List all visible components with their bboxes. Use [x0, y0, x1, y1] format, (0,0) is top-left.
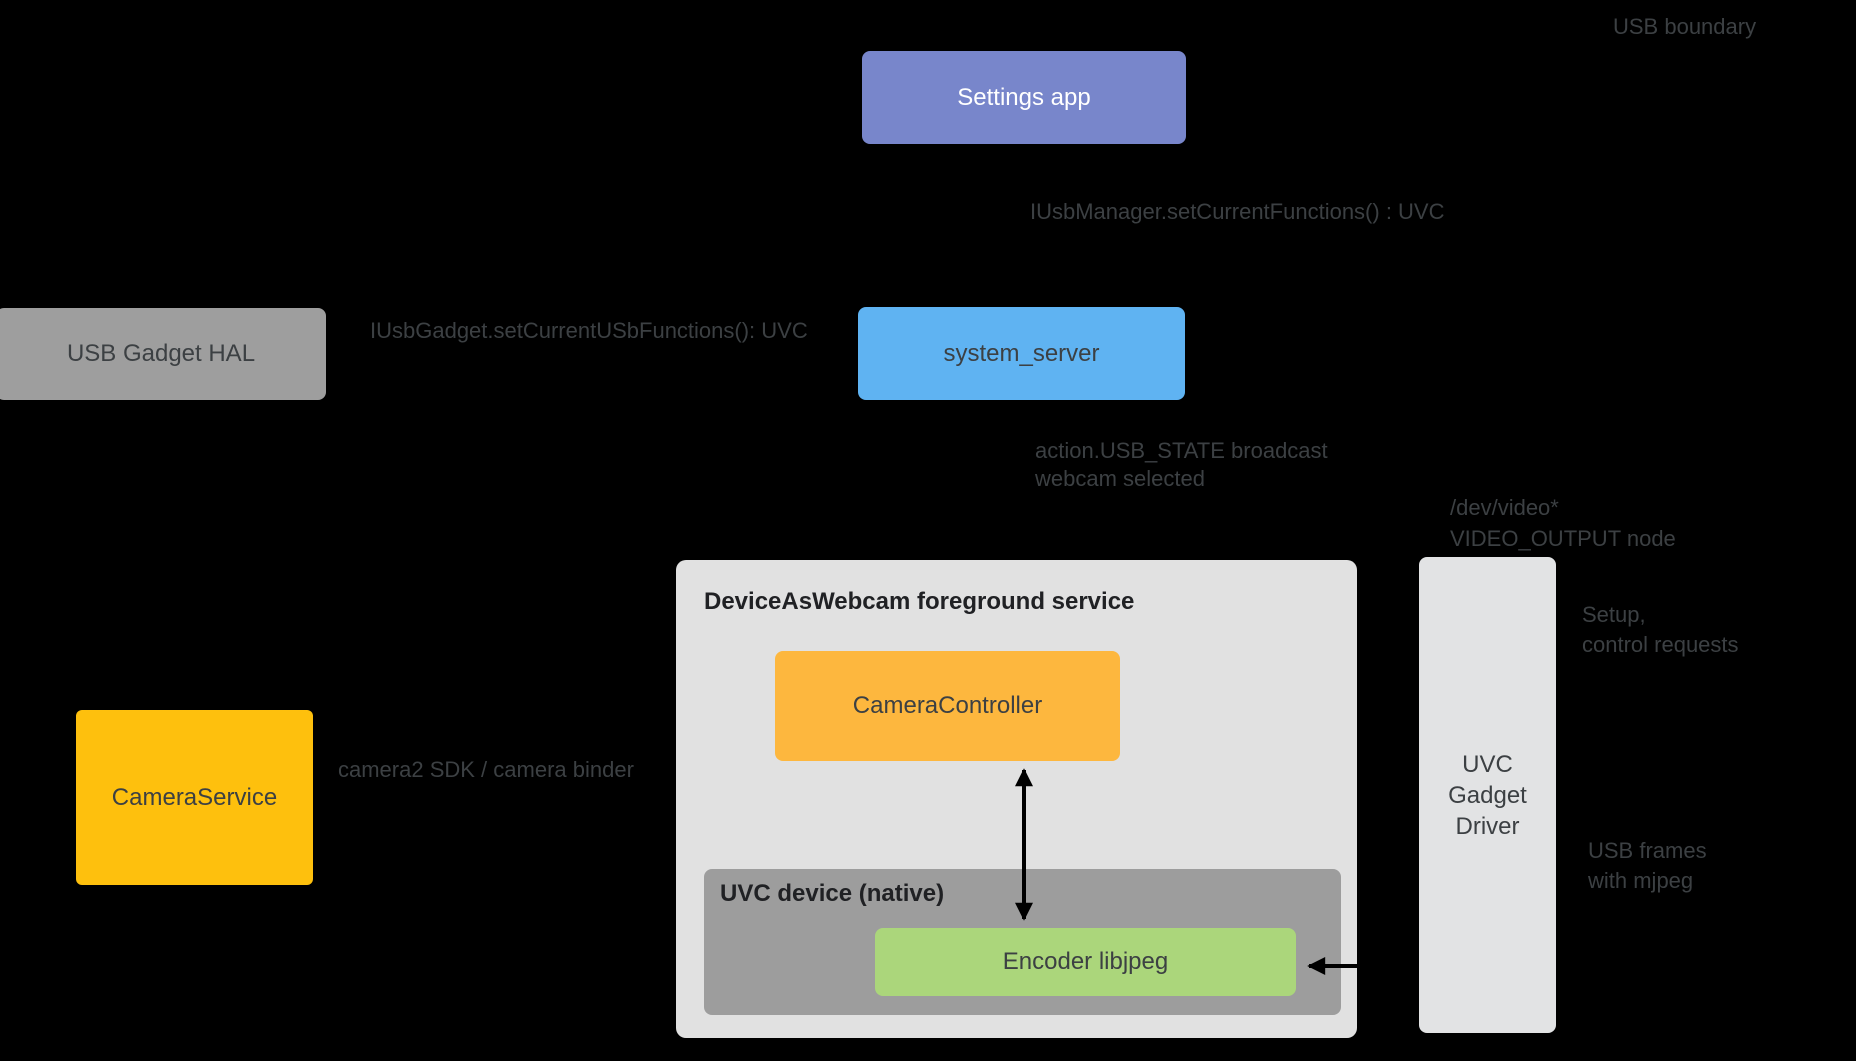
- uvc-device-title: UVC device (native): [720, 880, 945, 907]
- usb-boundary-label: USB boundary: [1613, 14, 1757, 39]
- device-as-webcam-title: DeviceAsWebcam foreground service: [704, 588, 1135, 615]
- camera-service-node: CameraService: [76, 710, 313, 885]
- settings-app-node: Settings app: [862, 51, 1186, 144]
- iusbgadget-call-label: IUsbGadget.setCurrentUSbFunctions(): UVC: [370, 318, 808, 343]
- camera-controller-node: CameraController: [775, 651, 1120, 761]
- dev-video-node-label: /dev/video* VIDEO_OUTPUT node: [1450, 492, 1676, 554]
- usb-state-broadcast-line1: action.USB_STATE broadcast: [1035, 438, 1328, 463]
- dev-video-line1: /dev/video*: [1450, 495, 1559, 520]
- system-server-node: system_server: [858, 307, 1185, 400]
- setup-control-line2: control requests: [1582, 632, 1739, 657]
- iusbmanager-call-label: IUsbManager.setCurrentFunctions() : UVC: [1030, 199, 1445, 224]
- uvc-gadget-driver-line2: Gadget: [1448, 781, 1527, 809]
- encoder-libjpeg-node: Encoder libjpeg: [875, 928, 1296, 996]
- camera2-sdk-label: camera2 SDK / camera binder: [338, 757, 634, 782]
- usb-frames-label: USB frames with mjpeg: [1588, 836, 1707, 896]
- uvc-gadget-driver-line3: Driver: [1455, 812, 1520, 840]
- dev-video-line2: VIDEO_OUTPUT node: [1450, 526, 1676, 551]
- uvc-gadget-driver-line1: UVC: [1462, 750, 1513, 778]
- setup-control-line1: Setup,: [1582, 602, 1646, 627]
- setup-control-label: Setup, control requests: [1582, 600, 1739, 660]
- usb-frames-line2: with mjpeg: [1588, 868, 1694, 893]
- usb-state-broadcast-label: action.USB_STATE broadcast webcam select…: [1035, 437, 1328, 493]
- uvc-gadget-driver-node: UVC Gadget Driver: [1419, 557, 1556, 1033]
- usb-gadget-hal-node: USB Gadget HAL: [0, 308, 326, 400]
- usb-state-broadcast-line2: webcam selected: [1035, 466, 1205, 491]
- usb-frames-line1: USB frames: [1588, 838, 1707, 863]
